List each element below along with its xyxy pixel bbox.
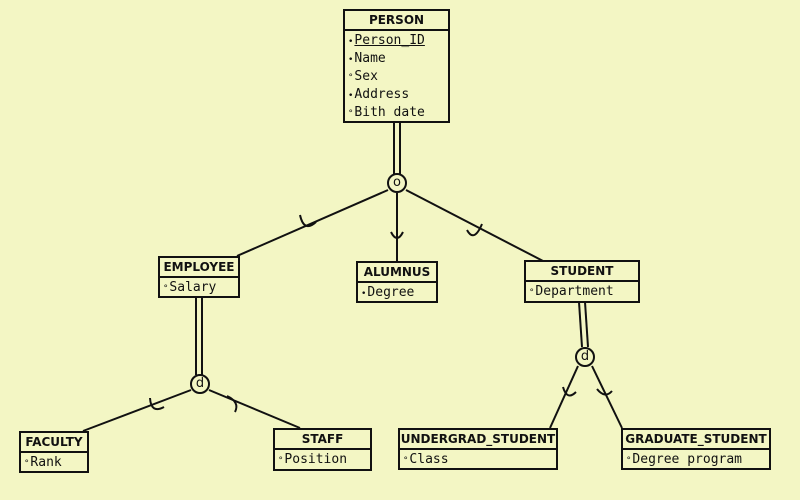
entity-title: STUDENT [526,262,638,282]
entity-person: PERSON •Person_ID •Name °Sex •Address °B… [343,9,450,123]
attribute-name: •Name [348,51,386,66]
entity-graduate-student: GRADUATE_STUDENT °Degree program [621,428,771,470]
entity-title: STAFF [275,430,370,450]
attribute-degree-program: °Degree program [626,452,742,467]
entity-employee: EMPLOYEE °Salary [158,256,240,298]
entity-alumnus: ALUMNUS •Degree [356,261,438,303]
attribute-department: °Department [529,284,614,299]
entity-staff: STAFF °Position [273,428,372,471]
attribute-salary: °Salary [163,280,217,295]
entity-title: GRADUATE_STUDENT [623,430,769,450]
entity-title: PERSON [345,11,448,31]
entity-undergrad-student: UNDERGRAD_STUDENT °Class [398,428,558,470]
attribute-degree: •Degree [361,285,415,300]
entity-title: ALUMNUS [358,263,436,283]
attribute-person-id: •Person_ID [348,33,425,48]
attribute-address: •Address [348,87,410,102]
attribute-class: °Class [403,452,449,467]
attribute-position: °Position [278,452,348,467]
entity-title: UNDERGRAD_STUDENT [400,430,556,450]
employee-specialization-circle: d [190,374,210,394]
entity-title: EMPLOYEE [160,258,238,278]
entity-title: FACULTY [21,433,87,453]
attribute-birth-date: °Bith date [348,105,425,120]
entity-faculty: FACULTY °Rank [19,431,89,473]
attribute-sex: °Sex [348,69,378,84]
student-specialization-circle: d [575,347,595,367]
attribute-rank: °Rank [24,455,62,470]
person-specialization-circle: o [387,173,407,193]
primary-key-label: Person_ID [354,33,425,48]
entity-student: STUDENT °Department [524,260,640,303]
